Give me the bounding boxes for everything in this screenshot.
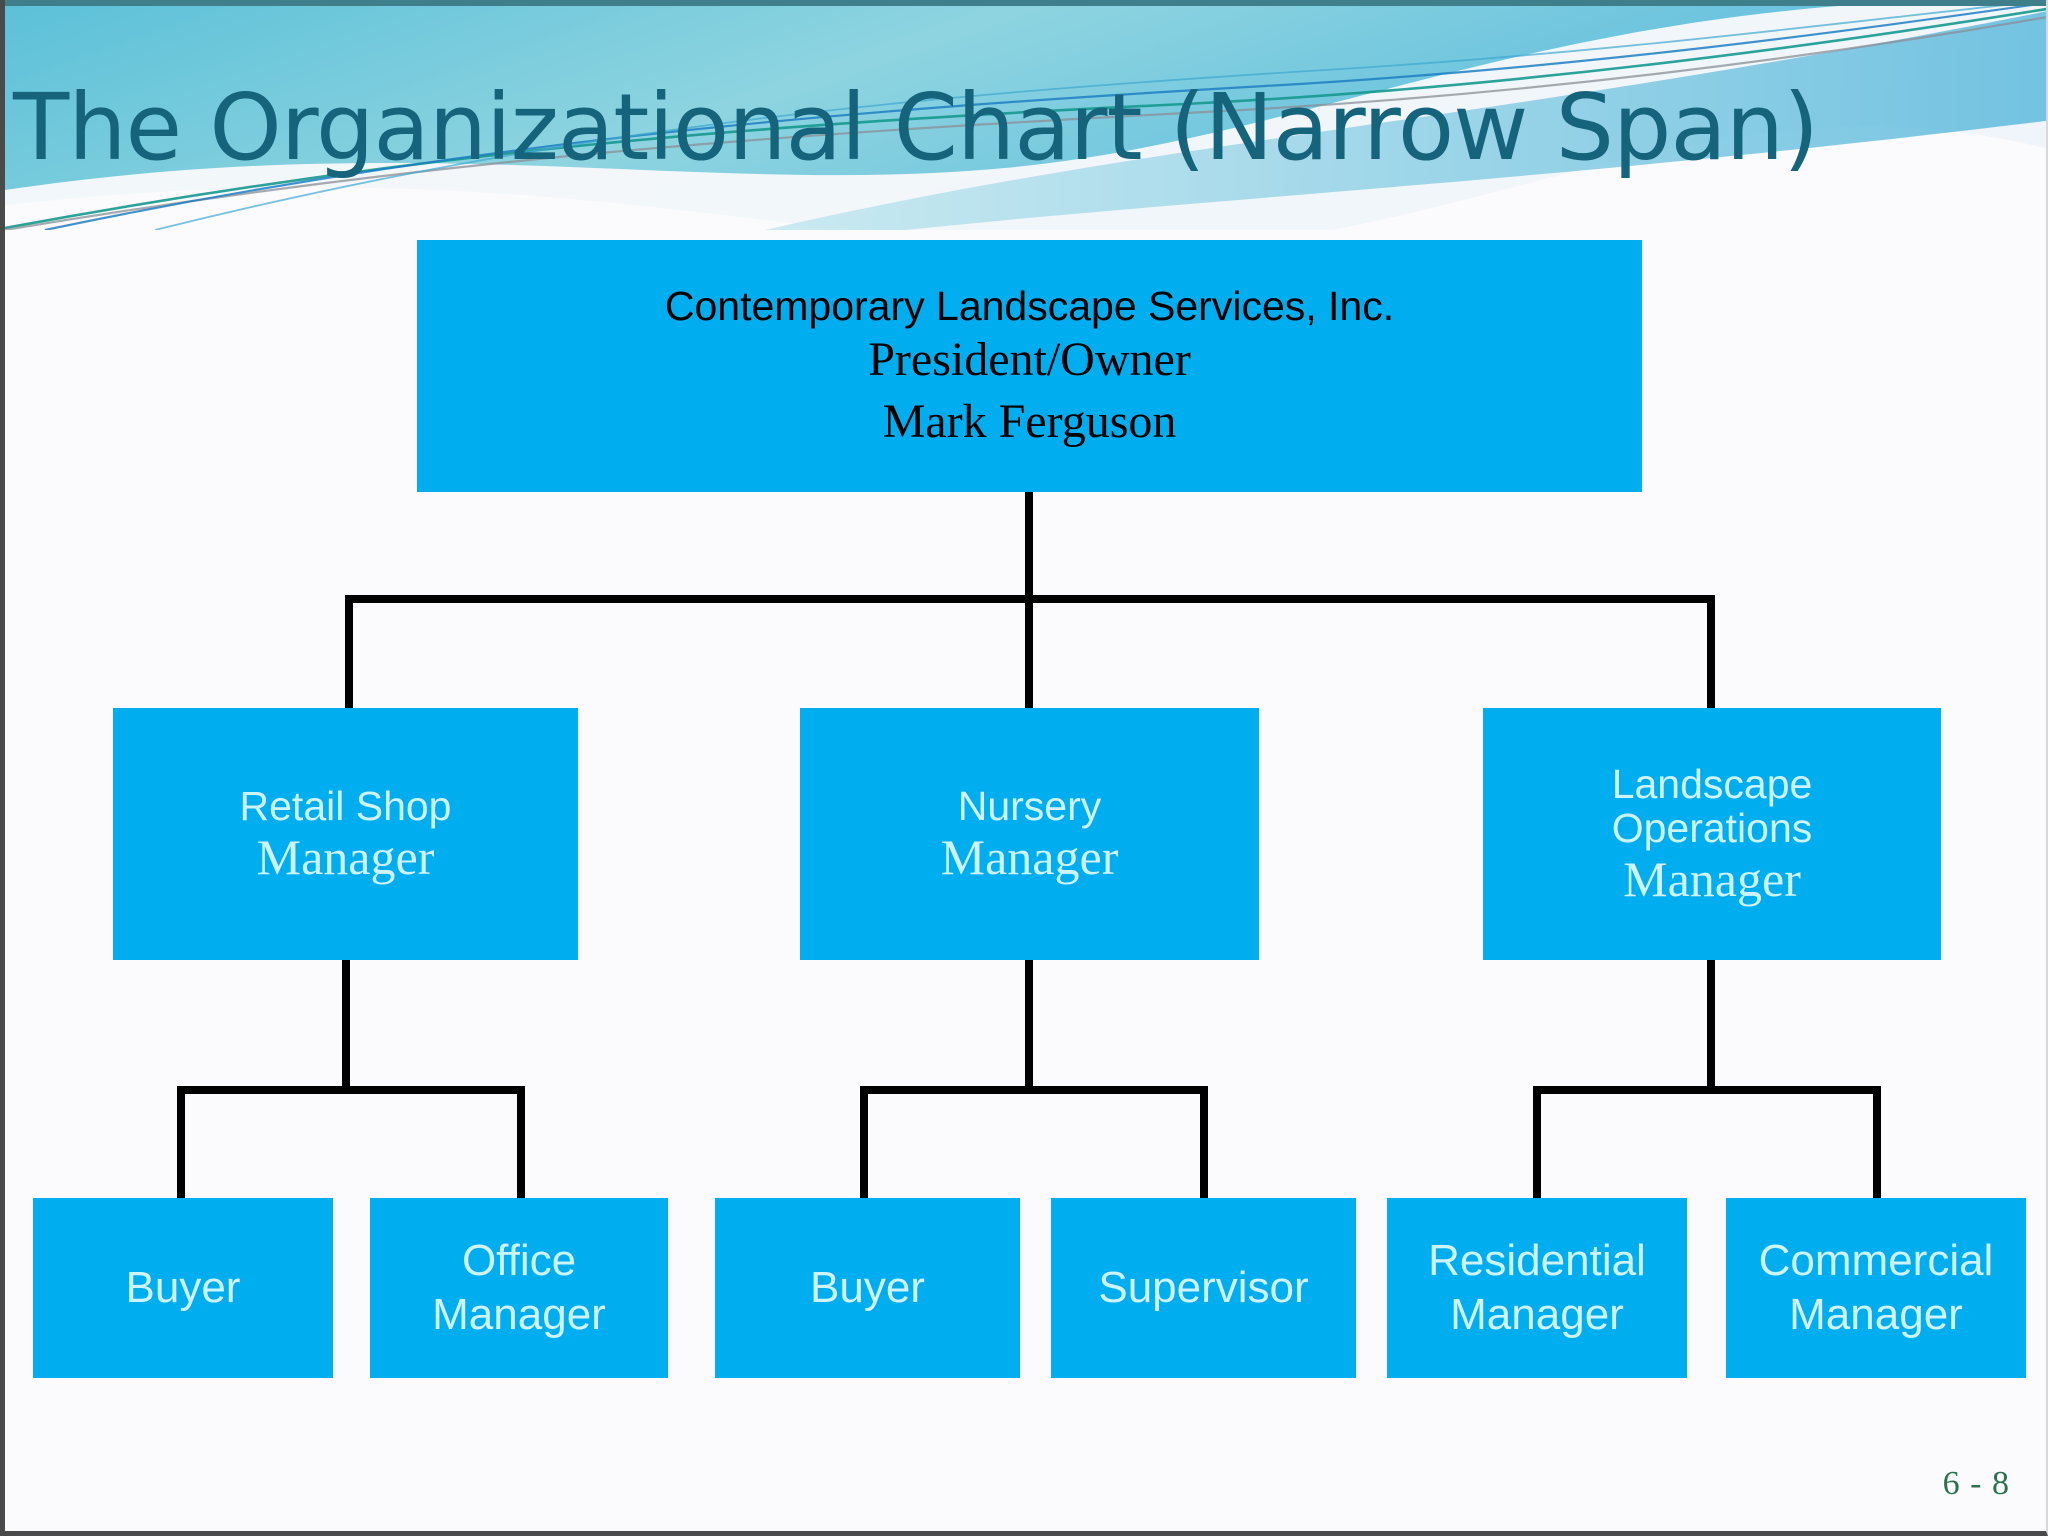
connector-nursery-bus (860, 1086, 1208, 1094)
org-node-retail-shop-manager[interactable]: Retail Shop Manager (113, 708, 578, 960)
org-node-retail-shop-role: Manager (256, 829, 435, 886)
org-node-retail-buyer[interactable]: Buyer (33, 1198, 333, 1378)
org-node-landscape-department-line1: Landscape (1611, 760, 1813, 807)
page-number: 6 - 8 (1942, 1465, 2010, 1502)
connector-nursery-drop-1 (860, 1086, 868, 1198)
org-node-nursery-supervisor-label: Supervisor (1098, 1263, 1309, 1313)
org-node-retail-shop-department: Retail Shop (239, 782, 452, 829)
org-node-root-role: President/Owner (868, 333, 1191, 387)
org-node-residential-manager-line1: Residential (1428, 1236, 1646, 1286)
connector-retail-drop-1 (177, 1086, 185, 1198)
org-node-commercial-manager-line2: Manager (1789, 1290, 1963, 1339)
org-node-landscape-role: Manager (1623, 851, 1801, 908)
connector-root-stem (1025, 492, 1033, 595)
org-node-root-person: Mark Ferguson (882, 395, 1177, 449)
connector-nursery-stem (1025, 960, 1033, 1086)
page-title: The Organizational Chart (Narrow Span) (13, 74, 1819, 181)
connector-landscape-bus (1533, 1086, 1881, 1094)
connector-landscape-drop-1 (1533, 1086, 1541, 1198)
org-node-residential-manager[interactable]: Residential Manager (1387, 1198, 1687, 1378)
connector-landscape-stem (1707, 960, 1715, 1086)
connector-retail-stem (342, 960, 350, 1086)
org-node-landscape-operations-manager[interactable]: Landscape Operations Manager (1483, 708, 1941, 960)
org-node-office-manager-line1: Office (461, 1236, 577, 1286)
org-node-residential-manager-line2: Manager (1450, 1290, 1624, 1339)
org-node-commercial-manager[interactable]: Commercial Manager (1726, 1198, 2026, 1378)
org-node-nursery-role: Manager (940, 829, 1119, 886)
org-node-retail-buyer-label: Buyer (125, 1263, 241, 1313)
org-node-root[interactable]: Contemporary Landscape Services, Inc. Pr… (417, 240, 1642, 492)
org-node-nursery-manager[interactable]: Nursery Manager (800, 708, 1259, 960)
org-node-office-manager[interactable]: Office Manager (370, 1198, 668, 1378)
connector-drop-nursery (1025, 595, 1033, 708)
org-node-root-company: Contemporary Landscape Services, Inc. (664, 283, 1395, 330)
connector-nursery-drop-2 (1200, 1086, 1208, 1198)
header-top-rule (5, 0, 2046, 6)
org-node-nursery-buyer[interactable]: Buyer (715, 1198, 1020, 1378)
connector-drop-retail (345, 595, 353, 708)
org-node-nursery-supervisor[interactable]: Supervisor (1051, 1198, 1356, 1378)
org-node-nursery-buyer-label: Buyer (810, 1263, 925, 1313)
org-node-commercial-manager-line1: Commercial (1758, 1236, 1994, 1286)
org-node-nursery-department: Nursery (957, 782, 1102, 829)
org-node-office-manager-line2: Manager (432, 1290, 606, 1339)
connector-retail-drop-2 (517, 1086, 525, 1198)
connector-landscape-drop-2 (1873, 1086, 1881, 1198)
connector-drop-landscape (1707, 595, 1715, 708)
connector-retail-bus (177, 1086, 525, 1094)
org-node-landscape-department-line2: Operations (1611, 805, 1813, 851)
